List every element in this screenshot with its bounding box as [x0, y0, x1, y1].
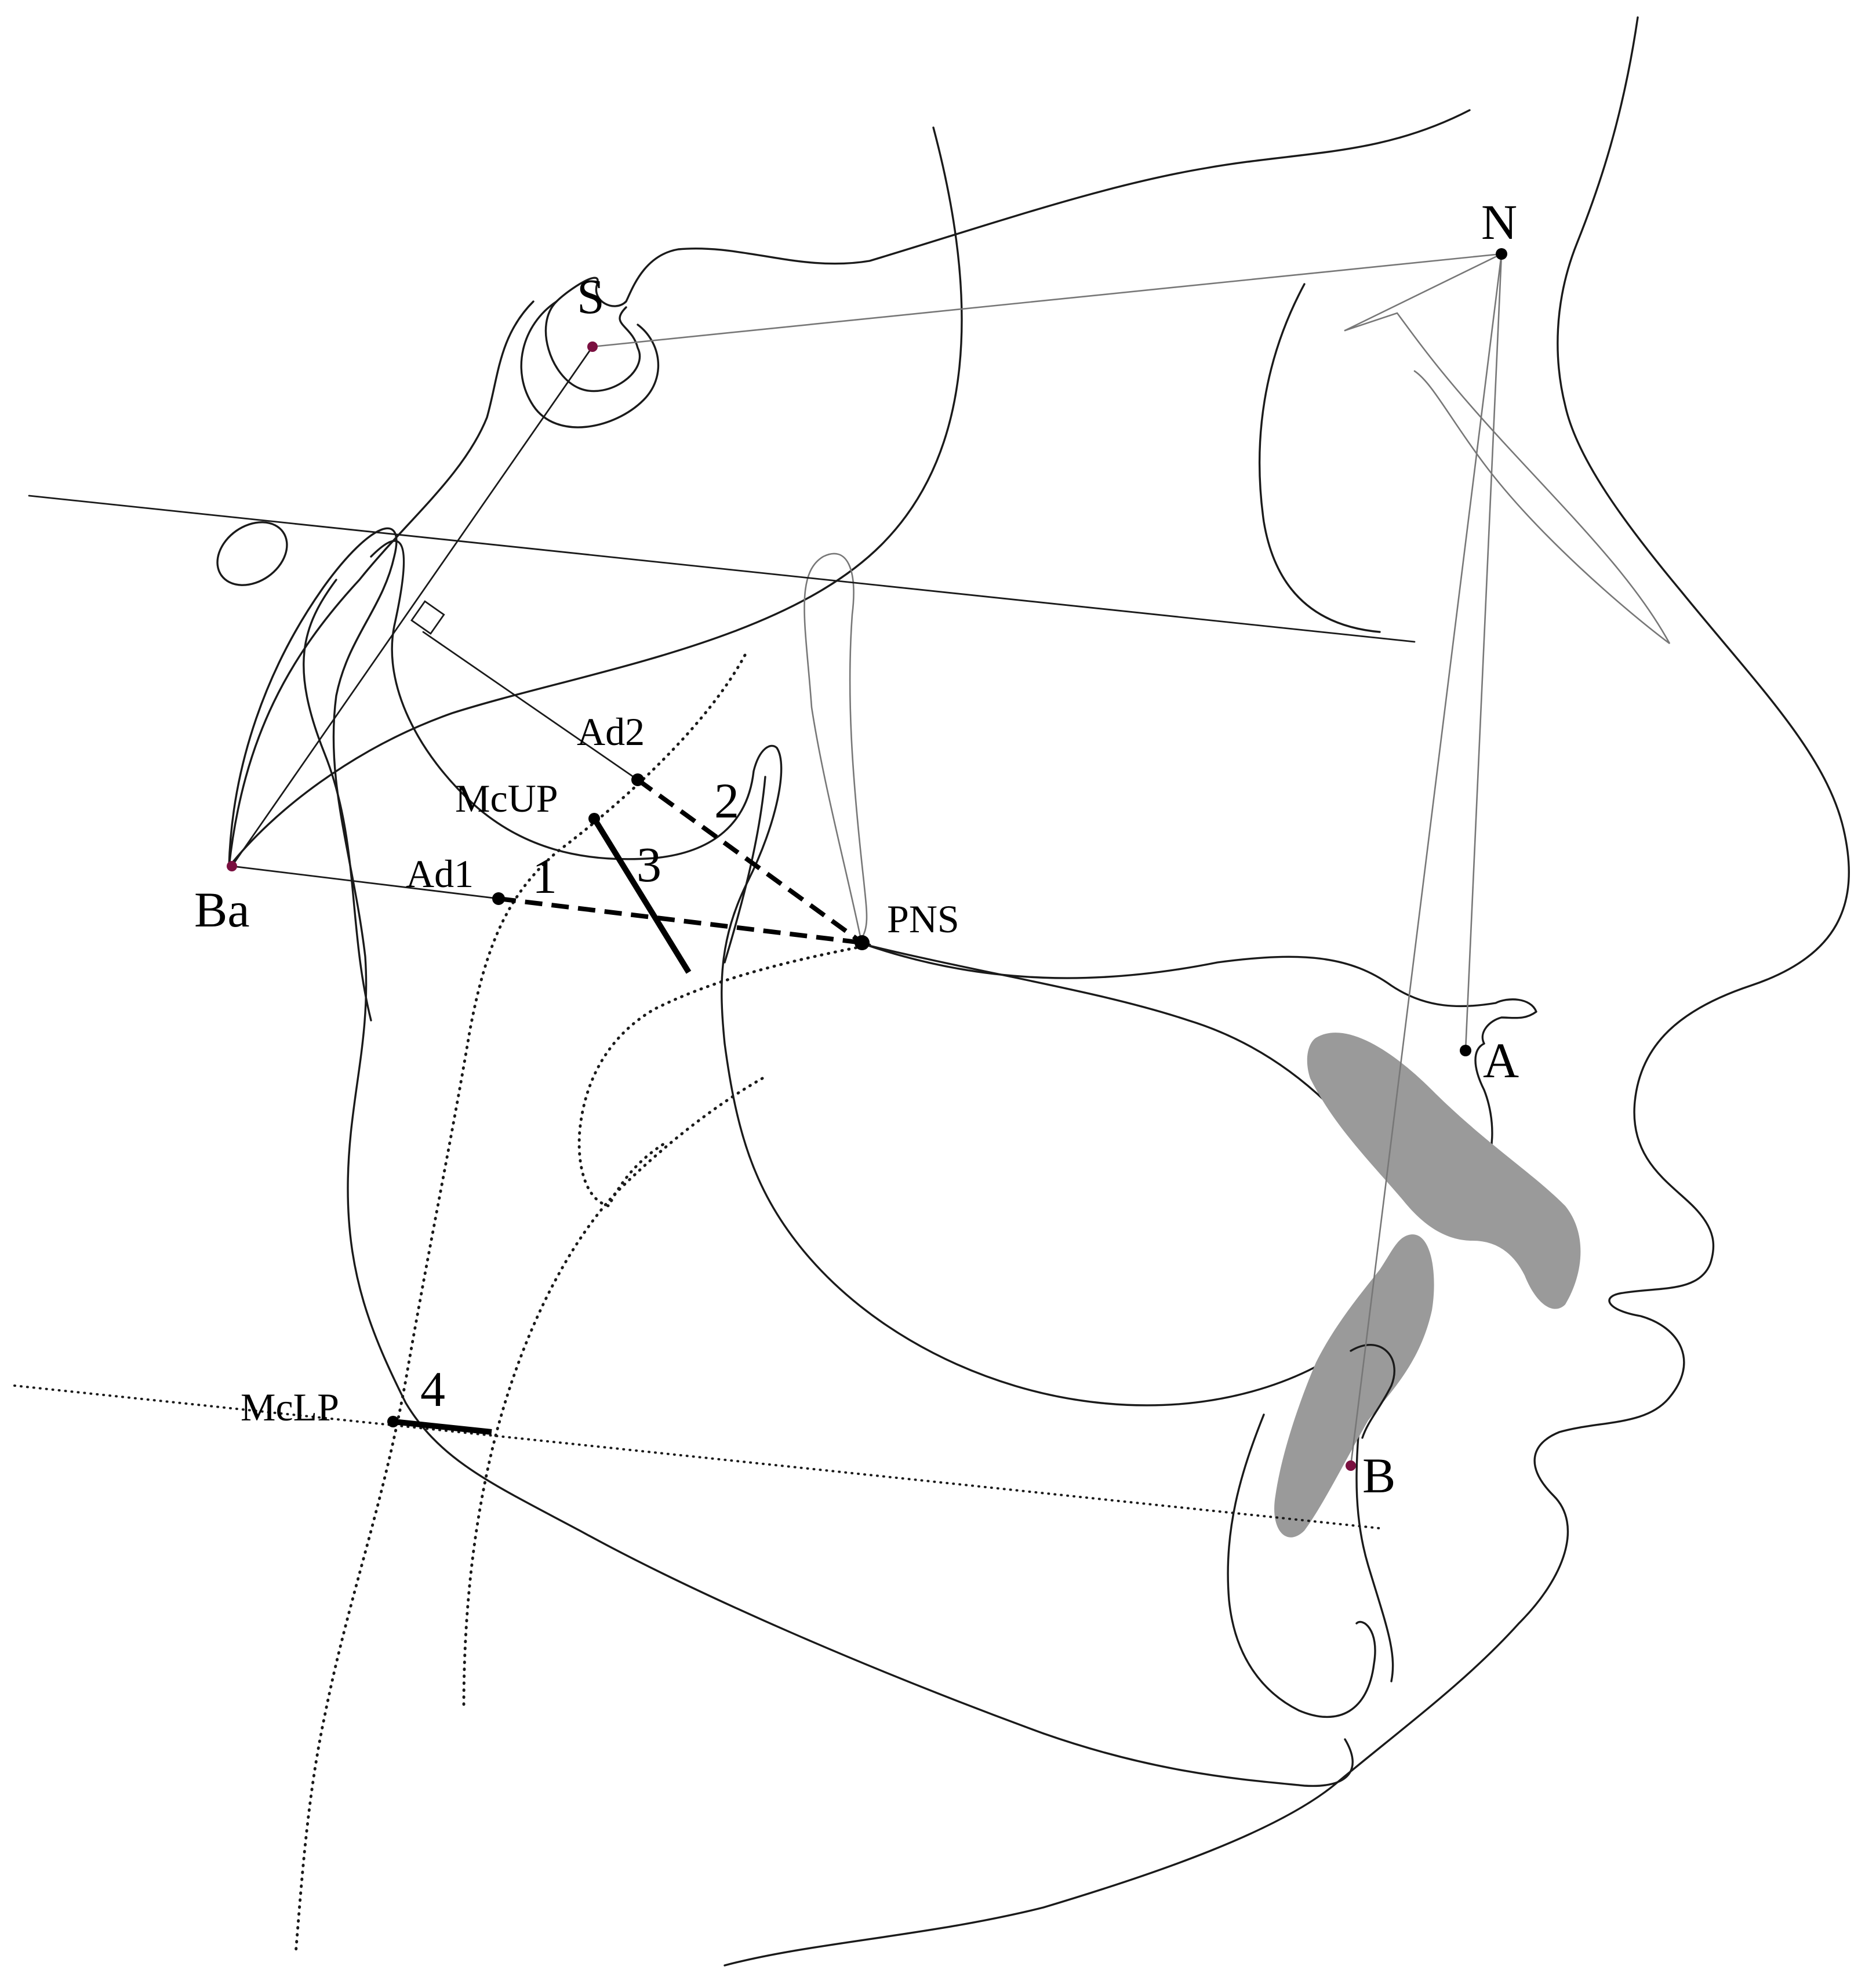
point-mclp — [387, 1416, 399, 1427]
label-a: A — [1483, 1033, 1519, 1088]
pterygoid-plate — [804, 553, 868, 942]
point-a — [1460, 1045, 1471, 1056]
label-measure-3: 3 — [637, 837, 661, 892]
sphenoid-curve — [228, 126, 963, 868]
perpendicular-line — [422, 631, 639, 781]
label-mcup: McUP — [455, 776, 558, 820]
frankfort-line — [28, 495, 1416, 643]
label-n: N — [1481, 194, 1517, 250]
anterior-pharyngeal-wall — [577, 943, 871, 1208]
point-b — [1346, 1460, 1356, 1471]
label-pns: PNS — [887, 897, 959, 941]
measure-line-4 — [392, 1419, 492, 1435]
s-ba-line — [231, 346, 594, 867]
posterior-pharyngeal-wall — [294, 653, 747, 1956]
dashed-line-2 — [636, 777, 864, 945]
teeth — [1274, 1033, 1581, 1538]
ramus-front-outline — [303, 579, 372, 1022]
soft-tissue-profile — [724, 16, 1850, 1967]
point-n — [1496, 248, 1507, 260]
lower-lip-curve — [1350, 1343, 1395, 1439]
sn-line — [591, 253, 1503, 348]
point-ad2 — [631, 773, 644, 786]
label-measure-2: 2 — [714, 773, 739, 828]
symphysis-inner — [1355, 1390, 1394, 1682]
label-ad1: Ad1 — [406, 852, 474, 896]
point-ad1 — [492, 892, 505, 905]
orbit-outline — [1258, 283, 1381, 633]
labels: S N Ba A B PNS Ad1 Ad2 McUP McLP 1 2 3 4 — [194, 194, 1519, 1503]
point-pns — [855, 935, 870, 950]
nasal-bone — [1344, 312, 1671, 645]
label-measure-1: 1 — [532, 848, 557, 904]
na-line — [1464, 253, 1503, 1052]
measurement-lines — [392, 777, 864, 1435]
point-s — [587, 341, 598, 352]
anatomical-outlines — [216, 16, 1850, 1967]
label-s: S — [577, 268, 605, 324]
condyle-outline — [228, 527, 1354, 1787]
airway-contours — [13, 653, 1381, 1956]
lower-incisor — [1274, 1234, 1434, 1538]
sella-outline — [520, 300, 660, 428]
label-ad2: Ad2 — [577, 710, 645, 754]
right-angle-marker — [410, 600, 445, 635]
nb-line — [1350, 253, 1503, 1467]
porion-ellipse — [216, 521, 288, 586]
landmark-points — [227, 248, 1507, 1471]
maxillary-tuberosity — [724, 776, 766, 964]
reference-lines — [28, 253, 1503, 1467]
mclp-dotted-line — [13, 1384, 1381, 1529]
upper-incisor — [1307, 1033, 1581, 1309]
point-mcup — [588, 813, 600, 824]
pterygoid-loop — [370, 540, 1386, 1407]
measure-line-3 — [591, 817, 692, 974]
palate-upper — [866, 944, 1537, 1045]
n-nasal-line — [1344, 253, 1503, 332]
tongue-base-contour — [462, 1077, 764, 1709]
point-ba — [227, 861, 237, 871]
label-ba: Ba — [194, 882, 250, 937]
ba-ad1-line — [231, 865, 500, 900]
label-b: B — [1362, 1448, 1395, 1503]
clivus-outline — [228, 300, 535, 868]
cranial-base-outline — [544, 109, 1471, 393]
label-mclp: McLP — [241, 1385, 339, 1429]
label-measure-4: 4 — [420, 1361, 445, 1417]
dashed-line-1 — [498, 896, 863, 945]
